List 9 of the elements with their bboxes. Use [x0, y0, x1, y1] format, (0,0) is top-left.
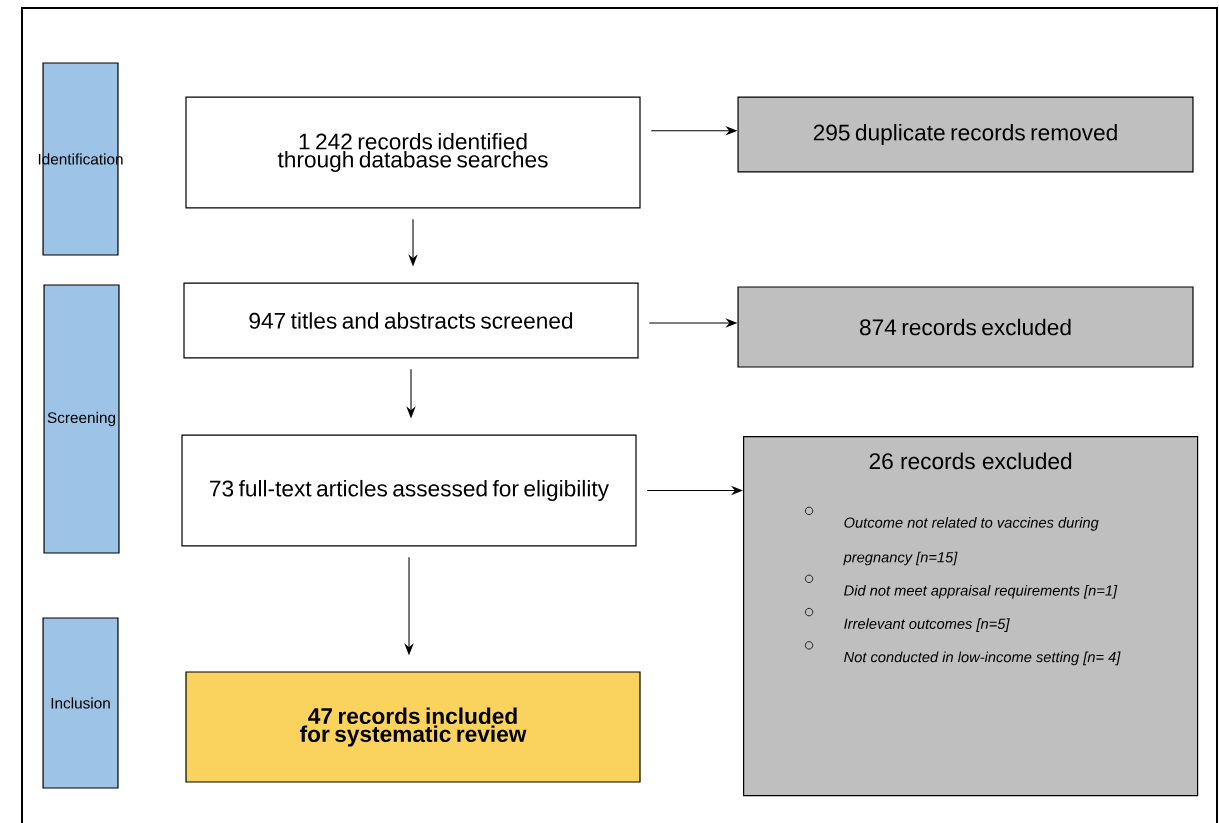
process-box: 947 titles and abstracts screened [183, 282, 639, 359]
exclusion-box: 874 records excluded [737, 286, 1194, 368]
exclusion-box: 26 records excluded Outcome not related to vaccines during pregnancy [n=15] Did not meet appraisal requirements [n=1] Irrelevant outcomes [n=5] Not conducted in low-income setting [n= 4] [743, 436, 1199, 797]
phase-band: Inclusion [42, 617, 119, 789]
process-box: 73 full-text articles assessed for eligibility [181, 434, 637, 547]
result-box: 47 records included for systematic review [185, 671, 641, 783]
process-box: 1 242 records identified through database searches [185, 96, 641, 209]
phase-band: Screening [43, 284, 120, 554]
exclusion-box: 295 duplicate records removed [737, 96, 1194, 173]
